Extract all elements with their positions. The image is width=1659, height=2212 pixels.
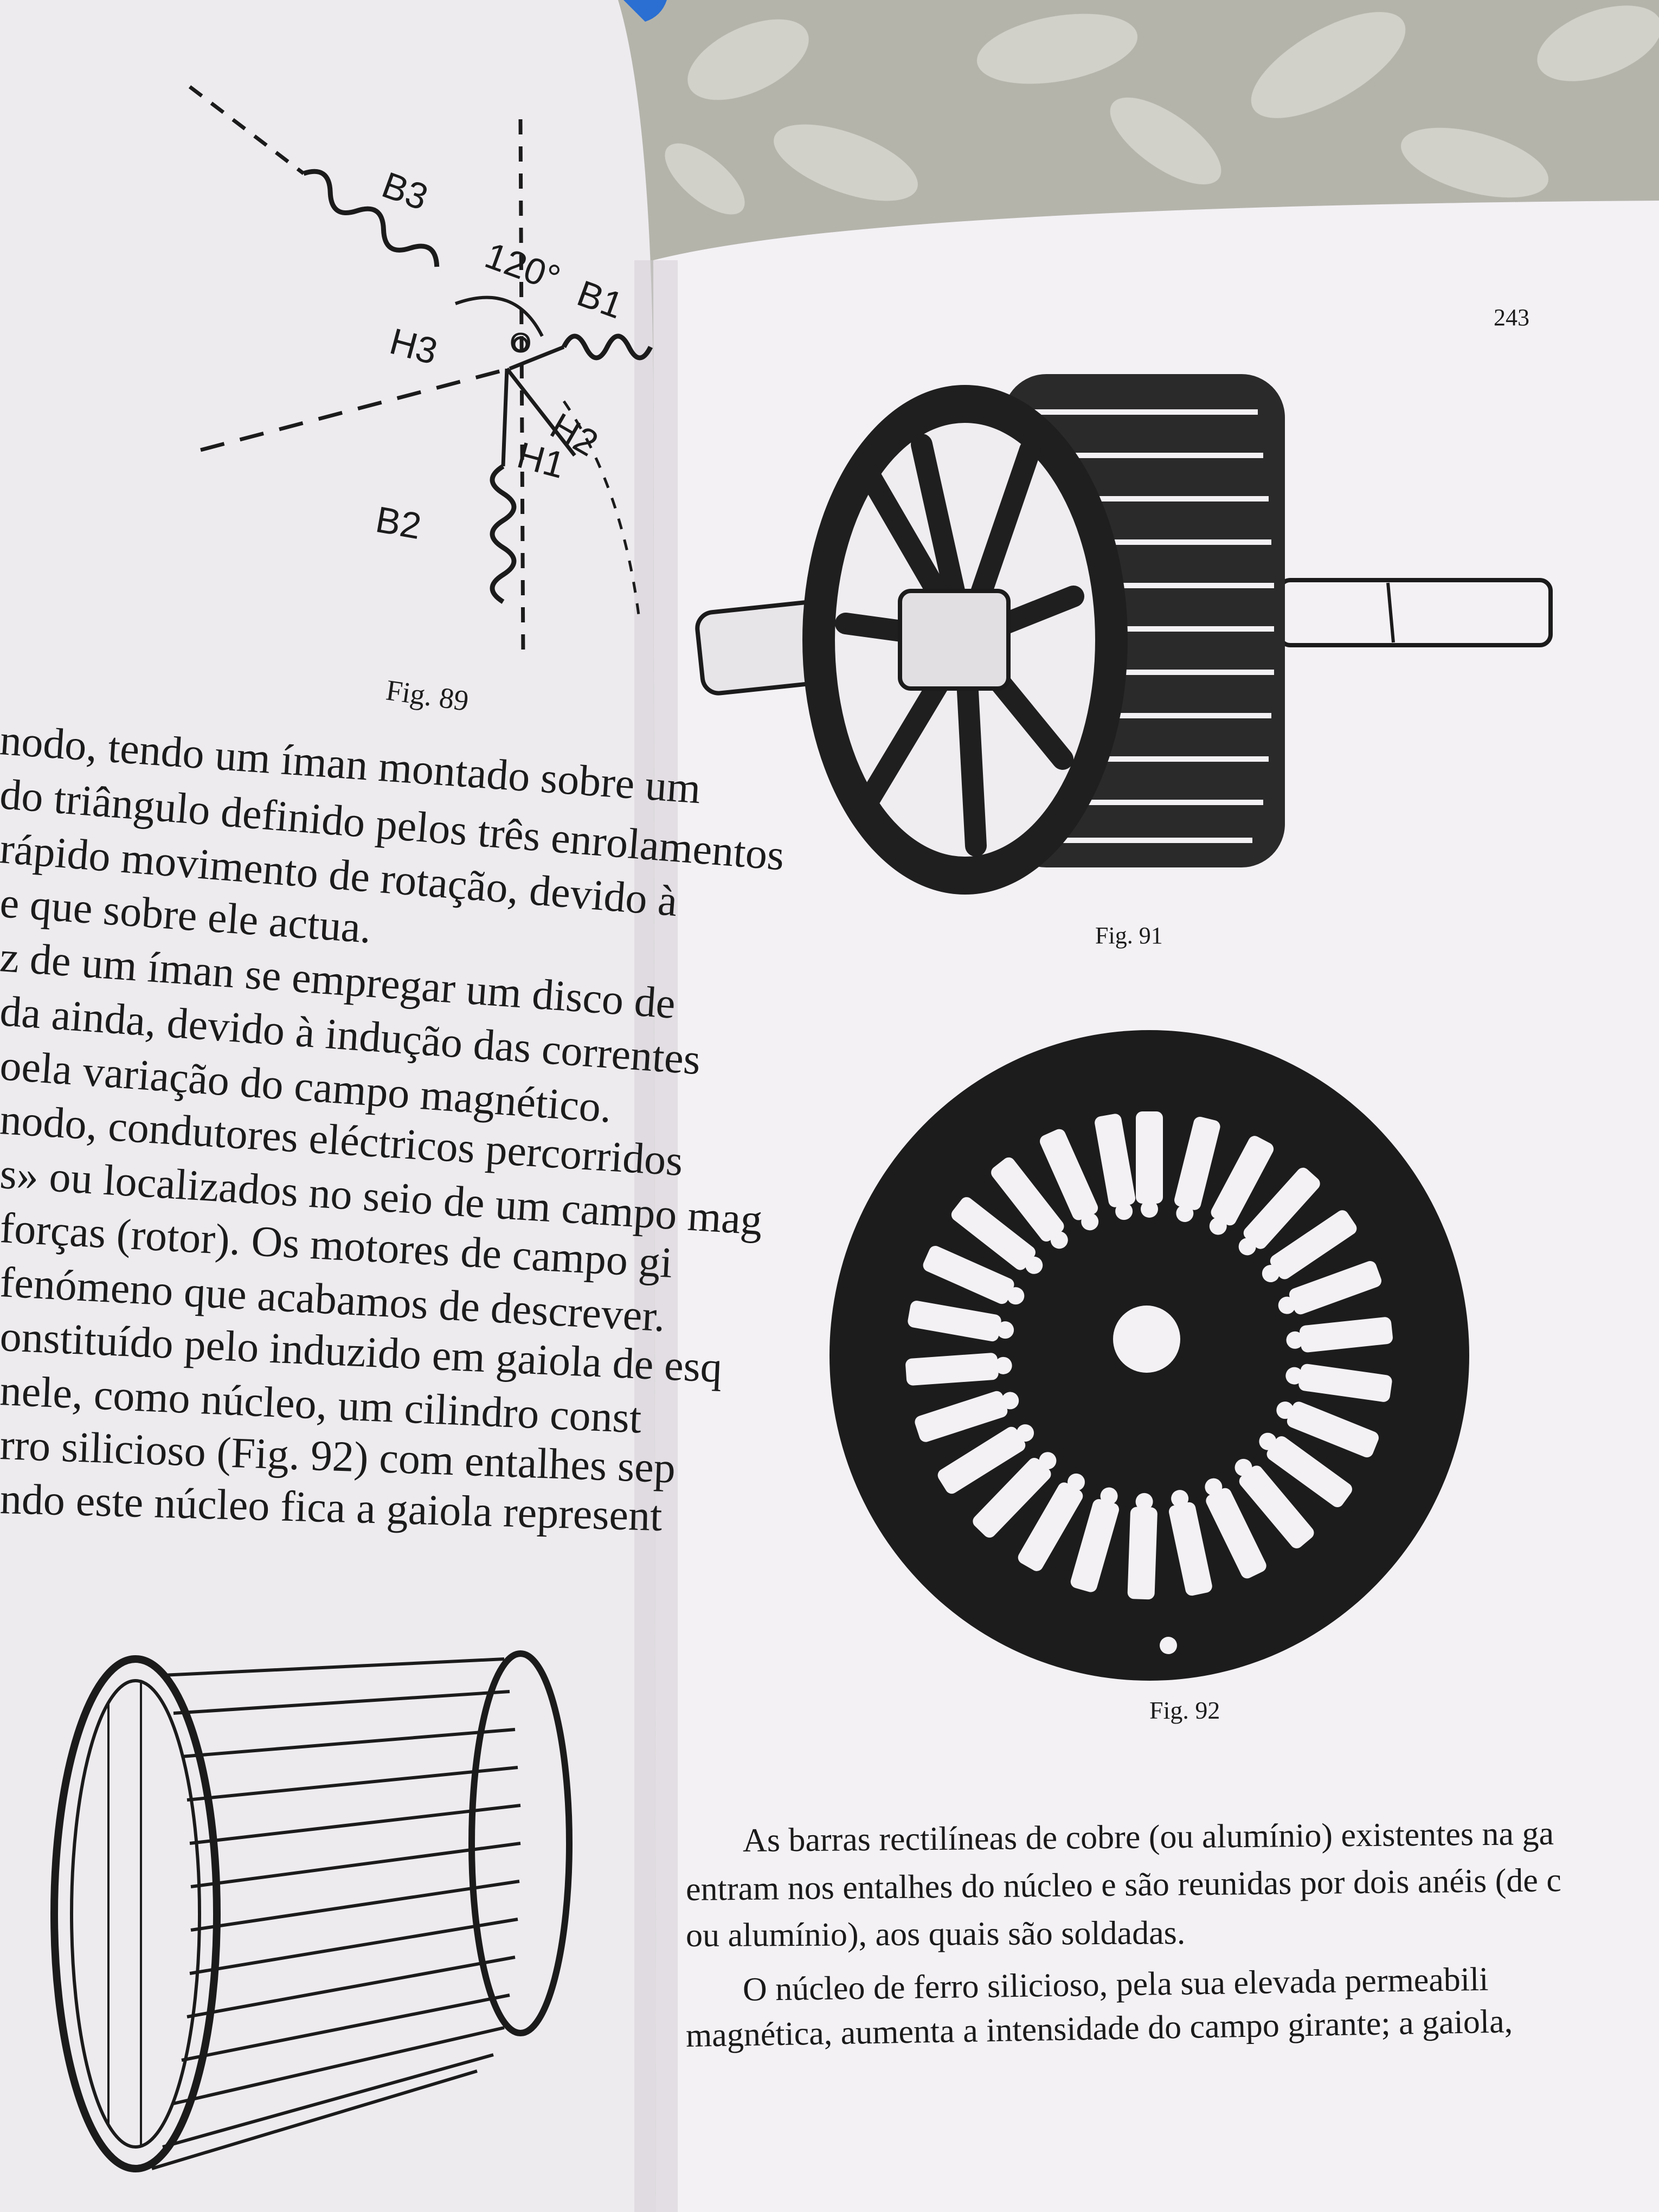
coil-b1 — [561, 333, 653, 361]
fig-91-caption: Fig. 91 — [1095, 922, 1163, 949]
right-text-line: ou alumínio), aos quais são soldadas. — [685, 1914, 1186, 1954]
leaf-pattern — [665, 5, 1659, 215]
label-center: O — [510, 327, 531, 359]
coil-b3 — [303, 169, 440, 267]
rotor-illustration — [695, 374, 1553, 895]
fig-89-diagram — [188, 85, 653, 662]
label-b2: B2 — [372, 499, 424, 547]
page-number: 243 — [1494, 304, 1529, 331]
gutter-shadow — [634, 260, 678, 2212]
right-text-line: As barras rectilíneas de cobre (ou alumí… — [742, 1815, 1554, 1859]
squirrel-cage-illustration — [50, 1650, 573, 2172]
blue-object — [623, 0, 667, 22]
lamination-disc-illustration — [829, 1030, 1469, 1681]
coil-b2 — [490, 464, 517, 604]
fig-92-caption: Fig. 92 — [1149, 1696, 1220, 1724]
